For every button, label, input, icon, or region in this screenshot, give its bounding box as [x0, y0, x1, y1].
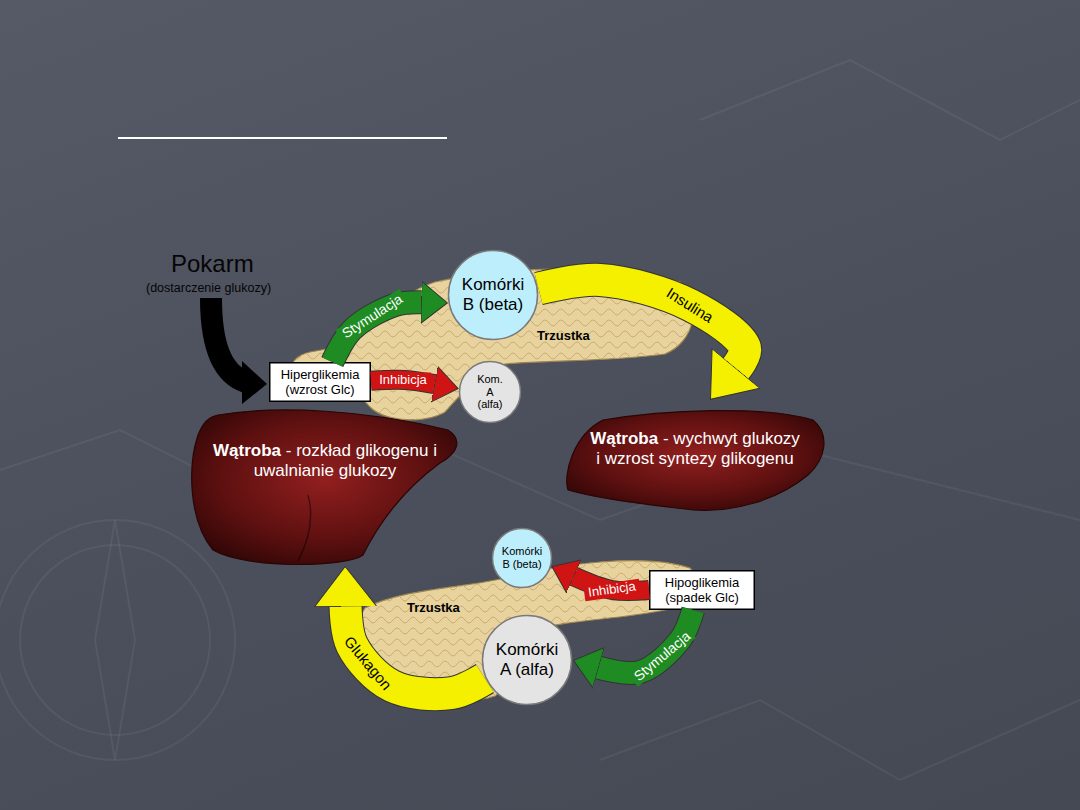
- liver-body: [567, 411, 824, 511]
- node-text: - rozkład glikogenu i uwalnianie glukozy: [254, 441, 437, 480]
- condition-box: Hiperglikemia (wzrost Glc): [269, 362, 371, 402]
- node-text: Komórki A (alfa): [496, 640, 558, 679]
- liver-shape-outline: [188, 405, 463, 567]
- text-block: Trzustka: [407, 600, 460, 615]
- cell-circle: [460, 362, 521, 423]
- text-block: Hiperglikemia (wzrost Glc): [275, 367, 365, 398]
- pancreas-shape: Trzustka: [345, 548, 705, 703]
- liver-lobe-line: [298, 495, 311, 561]
- alpha-cell-circle: Komórki A (alfa): [481, 614, 573, 706]
- pancreas-shape-outline: [345, 548, 705, 703]
- text-block: Wątroba- rozkład glikogenu i uwalnianie …: [200, 441, 450, 481]
- node-text: Kom. A (alfa): [477, 373, 503, 411]
- food-label: Pokarm: [171, 250, 254, 278]
- liver-shape: Wątroba- wychwyt glukozy i wzrost syntez…: [563, 405, 828, 515]
- box-outline: [650, 571, 755, 610]
- title-underline: [118, 137, 447, 139]
- node-text: Komórki B (beta): [462, 275, 524, 314]
- liver-body: [192, 410, 457, 565]
- organ-name: Wątroba: [213, 441, 281, 460]
- text-block: Kom. A (alfa): [477, 373, 503, 412]
- liver-shape: Wątroba- rozkład glikogenu i uwalnianie …: [188, 405, 463, 567]
- compass-watermark: [0, 60, 1080, 780]
- arrow-label: Stymulacja: [628, 625, 697, 686]
- food-note: (dostarczenie glukozy): [146, 281, 271, 295]
- node-text: Trzustka: [407, 600, 460, 615]
- node-text: Hipoglikemia (spadek Glc): [665, 575, 739, 605]
- text-block: Wątroba- wychwyt glukozy i wzrost syntez…: [589, 429, 801, 469]
- beta-cell-circle: Komórki B (beta): [447, 249, 539, 341]
- node-text: Hiperglikemia (wzrost Glc): [281, 367, 360, 397]
- text-block: Komórki B (beta): [502, 545, 542, 571]
- organ-name: Wątroba: [590, 429, 658, 448]
- box-outline: [270, 363, 371, 402]
- text-block: Hipoglikemia (spadek Glc): [656, 575, 748, 606]
- text-block: Komórki B (beta): [462, 275, 524, 315]
- alpha-cell-circle: Kom. A (alfa): [458, 360, 522, 424]
- food-arrow: [211, 298, 267, 404]
- condition-box: Hipoglikemia (spadek Glc): [649, 570, 755, 610]
- text-block: Trzustka: [537, 328, 590, 343]
- cell-circle: [483, 616, 572, 705]
- node-text: Trzustka: [537, 328, 590, 343]
- beta-cell-circle: Komórki B (beta): [491, 527, 553, 589]
- cell-circle: [449, 251, 538, 340]
- cell-circle: [493, 529, 552, 588]
- text-block: Komórki A (alfa): [496, 640, 558, 680]
- arrow-label: Inhibicja: [375, 373, 431, 388]
- node-text: Komórki B (beta): [502, 545, 542, 570]
